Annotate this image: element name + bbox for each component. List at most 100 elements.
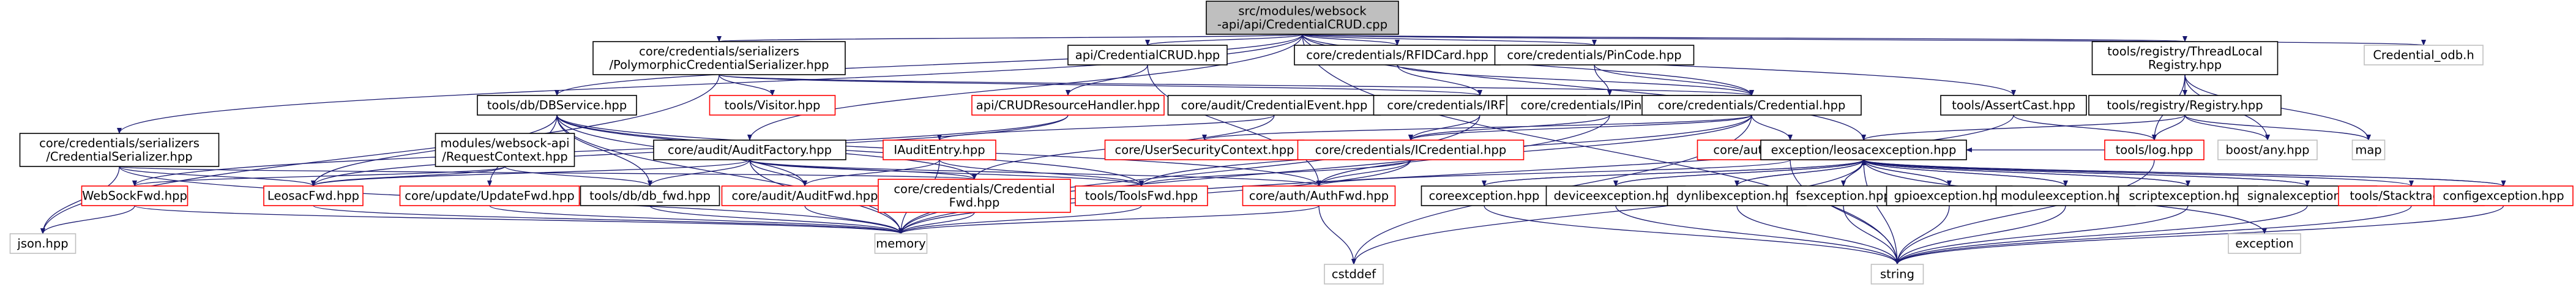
node-label: core/credentials/RFIDCard.hpp: [1306, 48, 1488, 62]
edge-iauditentry-to-toolsfwd: [939, 159, 1144, 187]
node-box: [2091, 41, 2279, 75]
edge-apicred-to-authfwd: [1147, 64, 1321, 187]
node-box: [2118, 185, 2258, 206]
node-updatefwd[interactable]: core/update/UpdateFwd.hpp: [399, 185, 580, 206]
edge-registry-to-loghpp: [2152, 114, 2186, 141]
node-label: tools/db/db_fwd.hpp: [589, 189, 711, 203]
node-box: [9, 233, 77, 254]
node-wsrequest[interactable]: modules/websock-api/RequestContext.hpp: [435, 133, 575, 167]
node-label: memory: [876, 237, 925, 251]
node-dbfwd[interactable]: tools/db/db_fwd.hpp: [580, 185, 720, 206]
edge-dynlibexc-to-string: [1736, 205, 1900, 265]
node-toolsfwd[interactable]: tools/ToolsFwd.hpp: [1075, 185, 1208, 206]
node-coreexc[interactable]: coreexception.hpp: [1421, 185, 1548, 206]
node-root[interactable]: src/modules/websock-api/api/CredentialCR…: [1206, 1, 1399, 35]
node-visitor[interactable]: tools/Visitor.hpp: [709, 95, 836, 116]
node-box: [1067, 45, 1228, 65]
edge-dynlibexc-to-leosacexc: [1736, 159, 1866, 187]
edge-registry-to-boostany: [2184, 114, 2270, 141]
node-label: modules/websock-api: [440, 136, 569, 151]
node-label: -api/api/CredentialCRUD.cpp: [1217, 18, 1387, 32]
edge-configexc-to-leosacexc: [1861, 159, 2504, 187]
node-box: [1641, 95, 1862, 116]
node-rfidhpp[interactable]: core/credentials/RFIDCard.hpp: [1294, 45, 1501, 65]
node-label: exception: [2235, 237, 2293, 251]
node-label: scriptexception.hpp: [2129, 189, 2247, 203]
edge-toolsfwd-to-memory: [898, 205, 1142, 234]
node-box: [709, 95, 836, 116]
node-polymorphic[interactable]: core/credentials/serializers/Polymorphic…: [592, 41, 846, 75]
edge-irfidcard-to-icredential: [1408, 114, 1480, 141]
node-box: [399, 185, 580, 206]
node-box: [1167, 95, 1381, 116]
edge-polymorphic-to-visitor: [719, 74, 775, 96]
node-crudhandler[interactable]: api/CRUDResourceHandler.hpp: [971, 95, 1165, 116]
node-label: core/credentials/Credential: [894, 182, 1055, 196]
node-label: IAuditEntry.hpp: [894, 143, 985, 157]
node-box: [580, 185, 720, 206]
node-box: [2088, 95, 2282, 116]
node-auditfwd[interactable]: core/audit/AuditFwd.hpp: [721, 185, 889, 206]
node-loghpp[interactable]: tools/log.hpp: [2104, 140, 2205, 160]
node-label: core/credentials/serializers: [639, 45, 799, 59]
edge-wsrequest-to-websockfwd: [132, 166, 506, 187]
node-configexc[interactable]: configexception.hpp: [2433, 185, 2574, 206]
edge-rfidhpp-to-irfidcard: [1397, 64, 1482, 96]
node-box: [653, 140, 846, 160]
node-box: [2433, 185, 2574, 206]
node-auditcredevent[interactable]: core/audit/CredentialEvent.hpp: [1167, 95, 1381, 116]
edge-deviceexc-to-string: [1615, 205, 1900, 265]
node-usersec[interactable]: core/UserSecurityContext.hpp: [1104, 140, 1305, 160]
node-fsexc[interactable]: fsexception.hpp: [1786, 185, 1900, 206]
node-label: core/credentials/serializers: [39, 136, 200, 151]
node-icredential[interactable]: core/credentials/ICredential.hpp: [1297, 140, 1525, 160]
edge-root-to-string: [1302, 34, 1900, 265]
node-box: [1421, 185, 1548, 206]
edge-wsrequest-to-dbfwd: [504, 166, 652, 187]
edge-assertcast-to-loghpp: [2013, 114, 2157, 141]
node-moduleexc[interactable]: moduleexception.hpp: [1995, 185, 2136, 206]
node-label: Registry.hpp: [2148, 58, 2222, 72]
node-label: tools/AssertCast.hpp: [1952, 99, 2075, 113]
node-leosacfwd[interactable]: LeosacFwd.hpp: [263, 185, 364, 206]
node-label: /PolymorphicCredentialSerializer.hpp: [609, 58, 829, 72]
node-auditfactory[interactable]: core/audit/AuditFactory.hpp: [653, 140, 846, 160]
edge-validityinfo-to-string: [1790, 159, 1900, 265]
edge-coreexc-to-string: [1484, 205, 1900, 265]
node-box: [1760, 140, 1967, 160]
node-apicred[interactable]: api/CredentialCRUD.hpp: [1067, 45, 1228, 65]
edge-polymorphic-to-credentialhpp: [719, 74, 1754, 96]
node-assertcast[interactable]: tools/AssertCast.hpp: [1940, 95, 2087, 116]
node-registry[interactable]: tools/registry/Registry.hpp: [2088, 95, 2282, 116]
edge-auditfactory-to-toolsfwd: [749, 159, 1144, 187]
node-leosacexc[interactable]: exception/leosacexception.hpp: [1760, 140, 1967, 160]
edge-fsexc-to-string: [1843, 205, 1900, 265]
edge-credentialhpp-to-icredential: [1408, 114, 1752, 141]
node-box: [1870, 264, 1924, 285]
node-box: [883, 140, 996, 160]
node-authfwd[interactable]: core/auth/AuthFwd.hpp: [1242, 185, 1396, 206]
node-dbservice[interactable]: tools/db/DBService.hpp: [477, 95, 637, 116]
node-label: exception/leosacexception.hpp: [1771, 143, 1957, 157]
node-label: cstddef: [1332, 267, 1376, 281]
node-credentialhpp[interactable]: core/credentials/Credential.hpp: [1641, 95, 1862, 116]
node-credserializer[interactable]: core/credentials/serializers/CredentialS…: [19, 133, 220, 167]
edge-crudhandler-to-websockfwd: [132, 114, 1069, 187]
node-websockfwd[interactable]: WebSockFwd.hpp: [81, 185, 189, 206]
node-scriptexc[interactable]: scriptexception.hpp: [2118, 185, 2258, 206]
edge-pincard-to-ipincode: [1594, 64, 1612, 96]
node-pincard[interactable]: core/credentials/PinCode.hpp: [1494, 45, 1695, 65]
node-gpioexc[interactable]: gpioexception.hpp: [1886, 185, 2013, 206]
edge-moduleexc-to-string: [1895, 205, 2066, 265]
node-box: [1104, 140, 1305, 160]
node-deviceexc[interactable]: deviceexception.hpp: [1545, 185, 1686, 206]
node-dynlibexc[interactable]: dynlibexception.hpp: [1667, 185, 1807, 206]
node-iauditentry[interactable]: IAuditEntry.hpp: [883, 140, 996, 160]
node-box: [1242, 185, 1396, 206]
node-label: src/modules/websock: [1238, 4, 1367, 18]
nodes-layer: src/modules/websock-api/api/CredentialCR…: [9, 1, 2574, 285]
node-label: core/UserSecurityContext.hpp: [1114, 143, 1294, 157]
edge-websockfwd-to-memory: [134, 205, 903, 234]
